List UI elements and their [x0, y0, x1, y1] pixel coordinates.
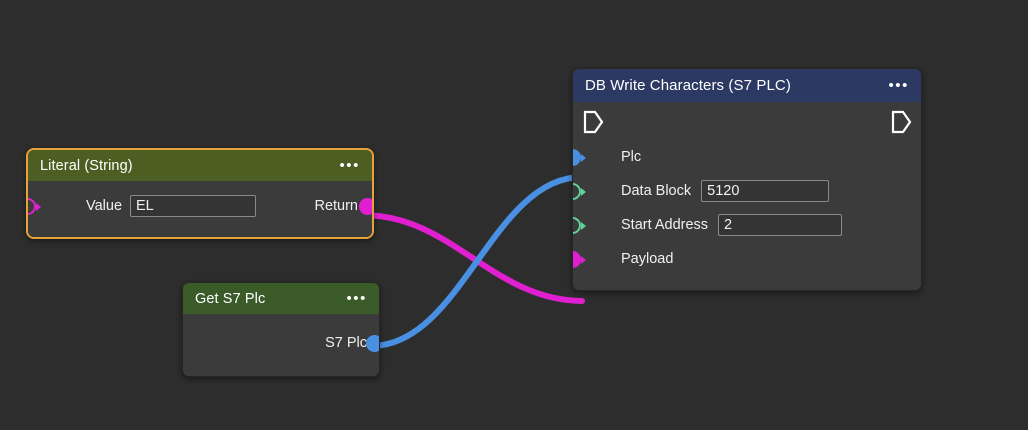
literal-value-input[interactable]	[130, 195, 257, 217]
port-arrow-start-address-icon	[581, 221, 586, 230]
node-literal-string-title: Literal (String)	[40, 157, 133, 174]
port-arrow-payload-icon	[581, 255, 586, 264]
db-write-start-address-input[interactable]	[718, 214, 843, 236]
literal-return-label: Return	[314, 198, 358, 214]
port-arrow-data-block-icon	[581, 187, 586, 196]
port-dot-start-address-icon	[573, 217, 581, 234]
literal-value-row: Value Return	[28, 187, 372, 225]
get-s7-plc-output-row: S7 Plc	[183, 326, 379, 360]
exec-out-arrow-icon[interactable]	[889, 109, 913, 135]
node-get-s7-plc-menu-icon[interactable]: •••	[346, 290, 367, 307]
node-db-write-characters-title: DB Write Characters (S7 PLC)	[585, 77, 791, 94]
db-write-payload-label: Payload	[621, 251, 674, 267]
port-db-write-data-block-input[interactable]	[573, 183, 586, 200]
db-write-data-block-input[interactable]	[701, 180, 830, 202]
port-dot-data-block-icon	[573, 183, 581, 200]
port-db-write-start-address-input[interactable]	[573, 217, 586, 234]
node-literal-string-body: Value Return	[28, 181, 372, 237]
db-write-row-start-address: Start Address	[573, 208, 921, 242]
node-get-s7-plc-title: Get S7 Plc	[195, 290, 266, 307]
db-write-row-data-block: Data Block	[573, 174, 921, 208]
get-s7-plc-output-label: S7 Plc	[325, 335, 367, 351]
db-write-row-payload: Payload	[573, 242, 921, 276]
db-write-data-block-label: Data Block	[621, 183, 692, 199]
node-get-s7-plc-header[interactable]: Get S7 Plc •••	[183, 283, 379, 314]
port-literal-return-output[interactable]	[359, 198, 372, 215]
node-db-write-characters-menu-icon[interactable]: •••	[888, 77, 909, 94]
port-dot-return-icon	[359, 198, 372, 215]
node-db-write-characters-body: Plc Data Block Start Address	[573, 102, 921, 290]
db-write-plc-label: Plc	[621, 149, 642, 165]
node-db-write-characters-header[interactable]: DB Write Characters (S7 PLC) •••	[573, 69, 921, 102]
port-dot-value-icon	[28, 198, 36, 215]
exec-in-arrow-icon[interactable]	[581, 109, 605, 135]
literal-value-label: Value	[86, 198, 123, 214]
port-db-write-payload-input[interactable]	[573, 251, 586, 268]
node-get-s7-plc-body: S7 Plc	[183, 314, 379, 376]
port-arrow-value-icon	[36, 202, 41, 211]
port-dot-payload-icon	[573, 251, 581, 268]
db-write-row-plc: Plc	[573, 140, 921, 174]
db-write-start-address-label: Start Address	[621, 217, 709, 233]
node-db-write-characters[interactable]: DB Write Characters (S7 PLC) ••• Plc	[572, 68, 922, 291]
db-write-exec-row	[573, 104, 921, 140]
port-get-s7-plc-output[interactable]	[366, 335, 379, 352]
port-db-write-plc-input[interactable]	[573, 149, 586, 166]
port-dot-plc-icon	[573, 149, 581, 166]
node-literal-string[interactable]: Literal (String) ••• Value Return	[26, 148, 374, 239]
node-literal-string-menu-icon[interactable]: •••	[339, 157, 360, 174]
node-get-s7-plc[interactable]: Get S7 Plc ••• S7 Plc	[182, 282, 380, 377]
port-literal-value-input[interactable]	[28, 198, 41, 215]
node-literal-string-header[interactable]: Literal (String) •••	[28, 150, 372, 181]
port-dot-s7plc-icon	[366, 335, 379, 352]
port-arrow-plc-icon	[581, 153, 586, 162]
